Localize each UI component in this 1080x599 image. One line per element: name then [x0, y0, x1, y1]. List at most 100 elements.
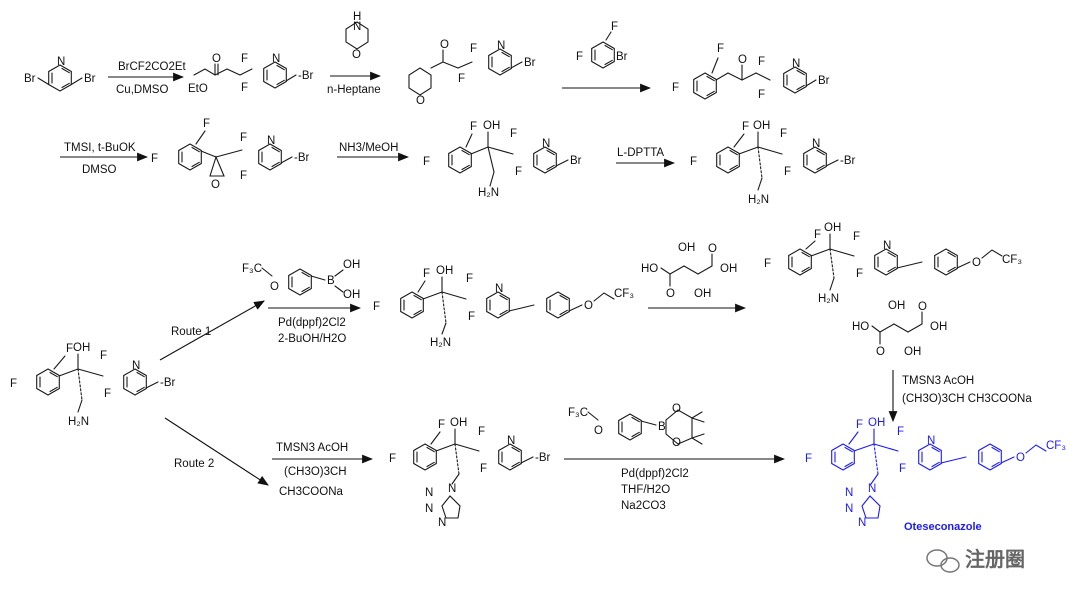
svg-text:F: F [764, 258, 771, 270]
dibromopyridine-structure: Br Br N [24, 56, 96, 92]
step2-solvent: n-Heptane [327, 84, 381, 96]
tartaric-acid-structure: HO O OH OH O OH [641, 242, 737, 300]
svg-text:F: F [423, 268, 430, 280]
route2-orthoformate: (CH3O)3CH [284, 466, 347, 478]
svg-text:CF₃: CF₃ [614, 288, 634, 300]
svg-text:HO: HO [641, 263, 658, 275]
svg-text:O: O [584, 300, 593, 312]
svg-text:N: N [858, 517, 866, 529]
svg-text:F₃C: F₃C [242, 263, 262, 275]
svg-text:F: F [805, 453, 812, 465]
route2-label: Route 2 [174, 458, 214, 470]
svg-text:O: O [672, 403, 681, 415]
svg-text:F: F [203, 118, 210, 130]
svg-text:Br: Br [24, 73, 36, 85]
svg-text:HO: HO [852, 321, 869, 333]
svg-text:F: F [853, 231, 860, 243]
biaryl-aminoalcohol-structure: F F OH H₂N F F N O CF₃ [373, 265, 634, 349]
svg-text:O: O [738, 54, 747, 66]
route2-solvent: THF/H2O [621, 484, 670, 496]
svg-text:F: F [470, 121, 477, 133]
svg-text:Br: Br [84, 73, 96, 85]
svg-text:N: N [425, 487, 433, 499]
svg-text:F: F [576, 51, 583, 63]
svg-text:F: F [373, 301, 380, 313]
svg-text:O: O [972, 257, 981, 269]
svg-text:OH: OH [753, 120, 770, 132]
svg-text:B: B [327, 275, 335, 287]
svg-text:F: F [897, 426, 904, 438]
svg-text:O: O [594, 425, 603, 437]
wechat-watermark: 注册圈 [926, 547, 1025, 573]
svg-text:F: F [104, 388, 111, 400]
svg-text:O: O [918, 301, 927, 313]
svg-text:F: F [672, 82, 679, 94]
svg-text:F: F [240, 132, 247, 144]
svg-text:-Br: -Br [840, 155, 856, 167]
svg-text:F: F [856, 419, 863, 431]
svg-text:F: F [742, 121, 749, 133]
svg-text:H₂N: H₂N [818, 293, 839, 305]
svg-text:CF₃: CF₃ [1046, 440, 1066, 452]
starting-aminoalcohol-structure: F F OH H₂N F F N -Br [10, 342, 176, 428]
svg-text:F: F [66, 343, 73, 355]
step5-reagent: NH3/MeOH [339, 142, 398, 154]
svg-text:Br: Br [616, 51, 628, 63]
route1-catalyst: Pd(dppf)2Cl2 [278, 317, 346, 329]
svg-text:O: O [708, 243, 717, 255]
svg-text:O: O [672, 437, 681, 449]
svg-text:OH: OH [824, 222, 841, 234]
svg-text:Br: Br [524, 57, 536, 69]
svg-text:N: N [927, 435, 935, 447]
svg-text:F: F [758, 89, 765, 101]
svg-text:F: F [515, 166, 522, 178]
svg-text:O: O [212, 53, 221, 65]
chiral-aminoalcohol-structure: F F OH H₂N F F N -Br [690, 120, 856, 206]
svg-text:F: F [611, 21, 618, 33]
svg-text:-Br: -Br [535, 452, 551, 464]
svg-text:Br: Br [818, 75, 830, 87]
step4-solvent: DMSO [82, 164, 117, 176]
svg-text:N: N [497, 40, 505, 52]
svg-text:H: H [353, 11, 361, 23]
svg-text:N: N [542, 138, 550, 150]
svg-text:O: O [876, 346, 885, 358]
tetrazole-bromide-structure: F F OH N N N N F F N -Br [389, 417, 551, 529]
svg-text:O: O [211, 179, 220, 191]
racemic-aminoalcohol-structure: F F OH H₂N F F N Br [423, 120, 582, 199]
route1-solvent: 2-BuOH/H2O [278, 333, 346, 345]
svg-text:F: F [100, 350, 107, 362]
svg-text:OH: OH [888, 300, 905, 312]
tetrazole-reagents: TMSN3 AcOH [902, 375, 974, 387]
svg-text:O: O [270, 281, 279, 293]
svg-text:N: N [507, 435, 515, 447]
svg-text:N: N [792, 58, 800, 70]
difluoroester-structure: O EtO F F N -Br [188, 53, 314, 95]
svg-text:B: B [658, 421, 666, 433]
svg-text:OH: OH [720, 263, 737, 275]
svg-text:F: F [899, 463, 906, 475]
svg-text:O: O [1016, 452, 1025, 464]
svg-text:-Br: -Br [298, 70, 314, 82]
svg-text:OH: OH [694, 288, 711, 300]
svg-text:N: N [267, 135, 275, 147]
svg-text:OH: OH [343, 289, 360, 301]
svg-text:O: O [440, 39, 449, 51]
svg-text:O: O [416, 95, 425, 107]
route2-reagents: TMSN3 AcOH [276, 442, 348, 454]
svg-text:F: F [856, 268, 863, 280]
svg-text:N: N [132, 360, 140, 372]
svg-text:F: F [240, 170, 247, 182]
svg-text:N: N [845, 503, 853, 515]
route2-arrow [164, 417, 269, 486]
svg-text:F: F [717, 43, 724, 55]
svg-text:N: N [353, 21, 361, 33]
svg-text:OH: OH [930, 321, 947, 333]
svg-text:N: N [448, 483, 456, 495]
svg-text:F: F [241, 82, 248, 94]
svg-text:O: O [352, 49, 361, 61]
svg-text:F: F [10, 378, 17, 390]
svg-text:OH: OH [868, 417, 885, 429]
svg-text:H₂N: H₂N [430, 337, 451, 349]
svg-text:N: N [272, 53, 280, 65]
